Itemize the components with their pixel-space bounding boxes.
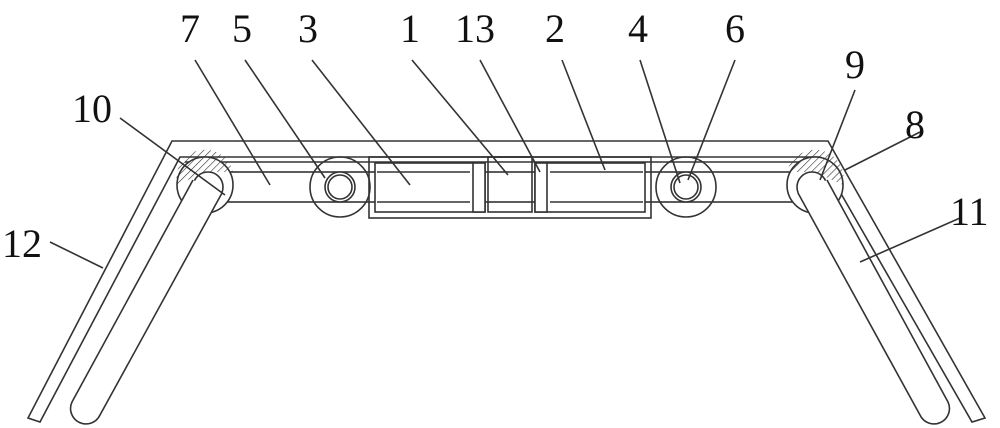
ring-5: [309, 156, 371, 218]
label-9: 9: [845, 42, 865, 87]
label-13: 13: [455, 6, 495, 51]
label-6: 6: [725, 6, 745, 51]
label-8: 8: [905, 102, 925, 147]
label-12: 12: [2, 221, 42, 266]
cylinder-3: [374, 162, 486, 213]
arm-left: [69, 179, 223, 425]
label-2: 2: [545, 6, 565, 51]
label-7: 7: [180, 6, 200, 51]
label-10: 10: [72, 86, 112, 131]
label-3: 3: [298, 6, 318, 51]
label-5: 5: [232, 6, 252, 51]
label-1: 1: [400, 6, 420, 51]
leader-lines: [49, 59, 961, 269]
label-4: 4: [628, 6, 648, 51]
label-11: 11: [950, 189, 989, 234]
center-block-1: [487, 156, 533, 213]
arm-right: [797, 179, 951, 425]
cylinder-housing: [368, 156, 652, 219]
cylinder-2: [534, 162, 646, 213]
